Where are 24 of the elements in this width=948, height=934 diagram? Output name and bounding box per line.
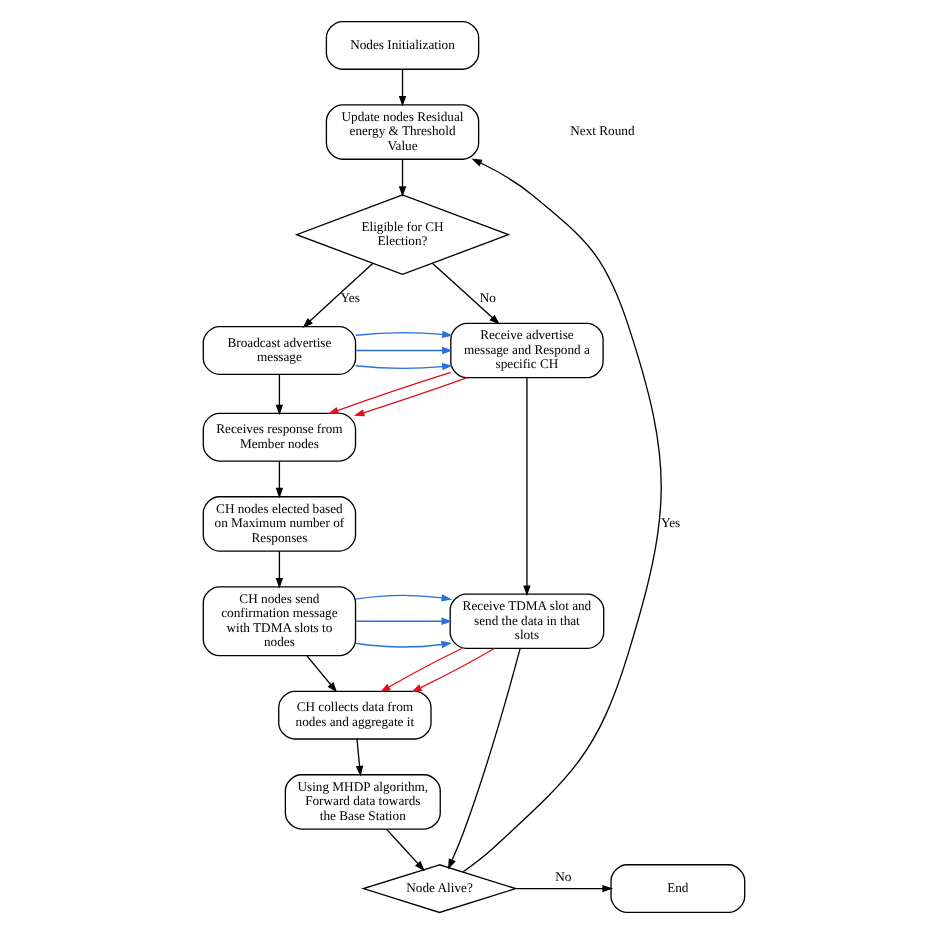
arrow — [355, 346, 453, 355]
arrow — [355, 594, 453, 602]
arrow — [447, 648, 521, 870]
arrow — [355, 617, 453, 625]
arrow — [411, 647, 496, 693]
arrow — [355, 738, 364, 777]
arrow — [355, 640, 453, 649]
arrow — [275, 460, 284, 499]
arrow — [275, 373, 284, 416]
arrow — [515, 884, 613, 893]
arrow — [302, 262, 374, 328]
arrow — [327, 371, 452, 414]
arrow — [275, 550, 284, 589]
arrow — [398, 68, 407, 107]
arrow — [462, 158, 662, 873]
arrow — [523, 377, 531, 596]
arrow — [355, 362, 453, 371]
arrow — [386, 828, 425, 872]
arrow — [380, 647, 463, 693]
arrow — [355, 330, 453, 339]
arrow — [353, 377, 468, 417]
arrow — [306, 655, 338, 693]
arrow — [398, 159, 407, 197]
arrow — [431, 262, 500, 325]
